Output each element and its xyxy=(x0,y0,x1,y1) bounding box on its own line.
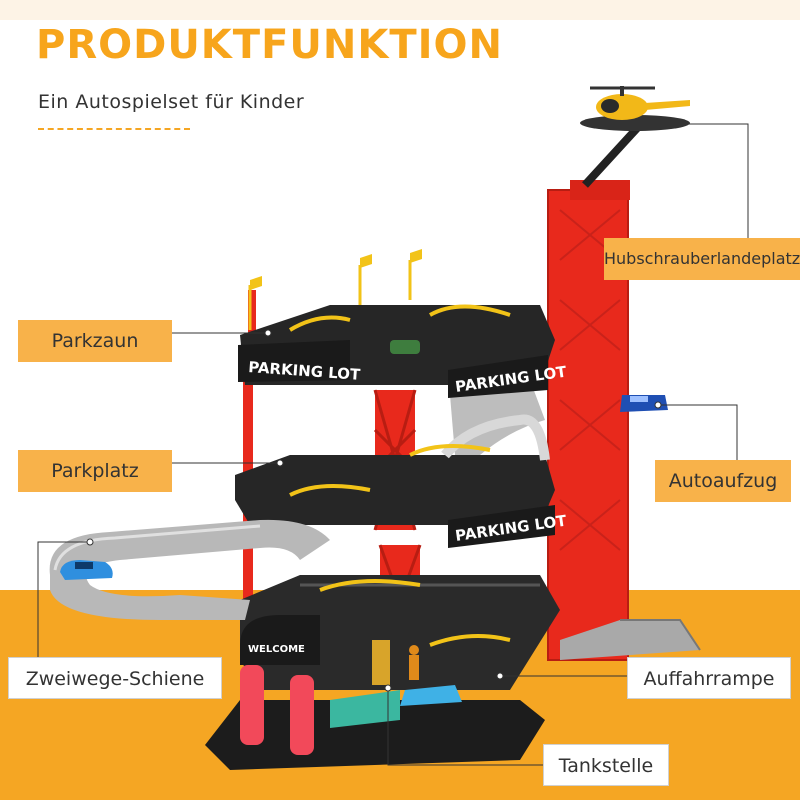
car-wash-roller-left xyxy=(240,665,264,745)
entry-ramp xyxy=(560,620,700,660)
label-helipad: Hubschrauberlandeplatz xyxy=(604,238,800,280)
label-elevator: Autoaufzug xyxy=(655,460,791,502)
page-subtitle: Ein Autospielset für Kinder xyxy=(38,91,305,113)
middle-deck xyxy=(235,455,555,525)
helipad-disc xyxy=(580,115,690,131)
fuel-pump xyxy=(372,640,390,685)
two-way-track xyxy=(49,519,331,620)
label-ramp: Auffahrrampe xyxy=(627,657,791,699)
blue-car-track xyxy=(60,560,113,580)
label-station: Tankstelle xyxy=(543,744,669,786)
label-track: Zweiwege-Schiene xyxy=(8,657,222,699)
green-car xyxy=(390,340,420,354)
title-divider xyxy=(38,128,190,130)
sign-top-left: PARKING LOT xyxy=(238,340,362,384)
label-parking: Parkplatz xyxy=(18,450,172,492)
label-fence: Parkzaun xyxy=(18,320,172,362)
background-strip xyxy=(0,0,800,20)
blue-car-elevator xyxy=(620,395,668,412)
page-title: PRODUKTFUNKTION xyxy=(36,22,504,68)
helicopter xyxy=(590,86,690,120)
welcome-sign: WELCOME xyxy=(240,615,320,665)
car-wash-roller-right xyxy=(290,675,314,755)
svg-text:WELCOME: WELCOME xyxy=(248,644,305,655)
